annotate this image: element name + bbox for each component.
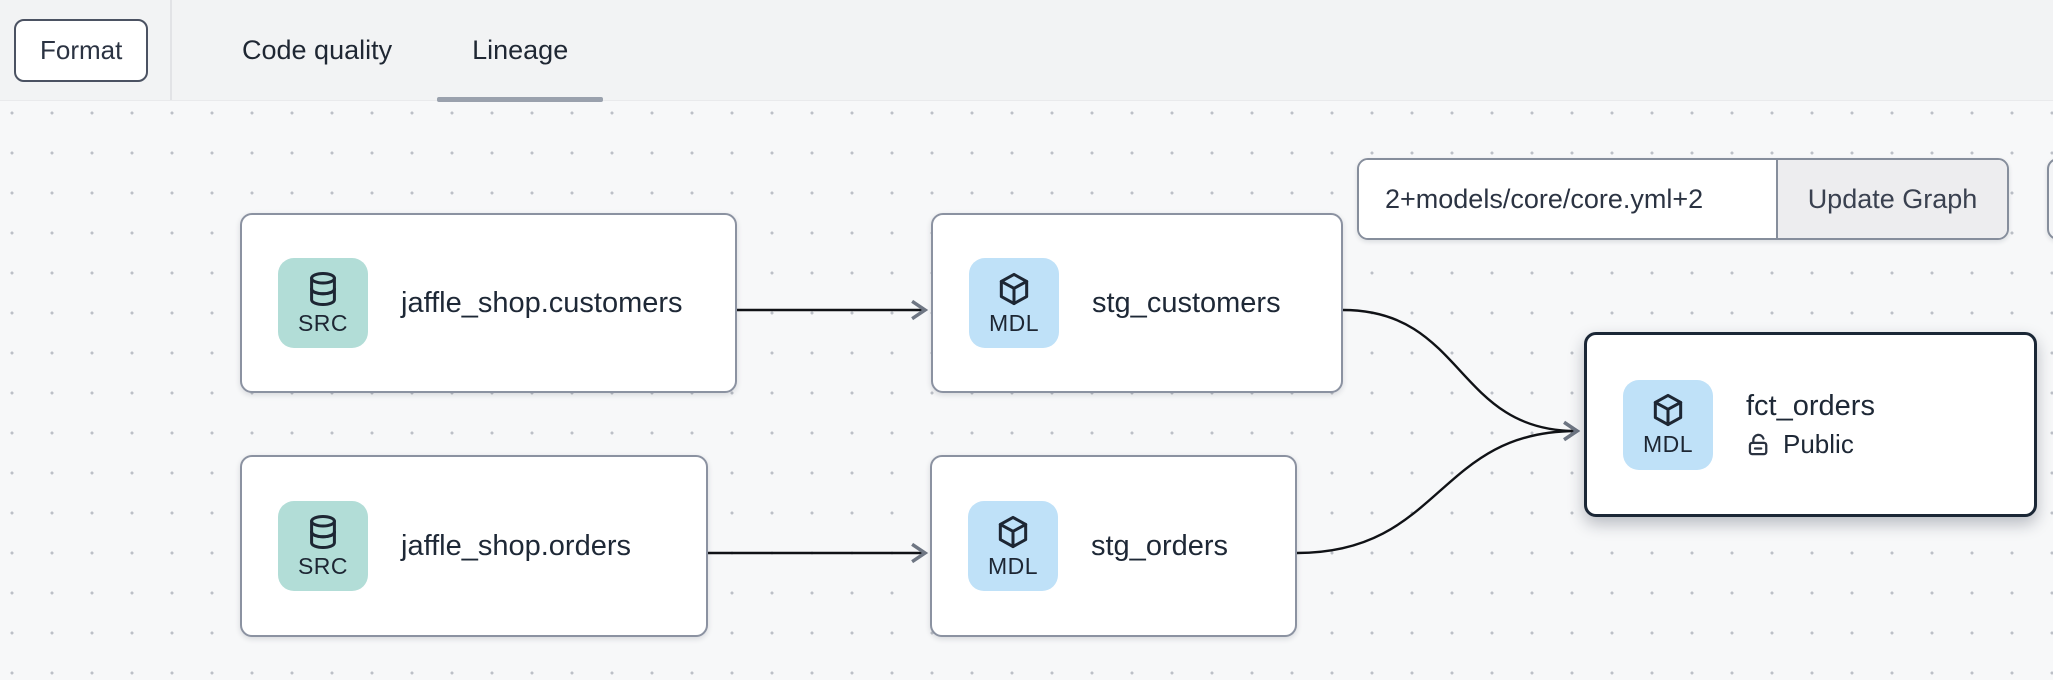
partial-button-right-edge[interactable] (2047, 158, 2053, 240)
unlock-icon (1748, 433, 1768, 455)
node-text: fct_orders Public (1746, 390, 1875, 460)
node-badge-label: SRC (297, 309, 349, 336)
node-title: jaffle_shop.customers (401, 286, 683, 319)
node-text: jaffle_shop.orders (401, 530, 631, 563)
lineage-node-stg_orders[interactable]: MDL stg_orders (930, 455, 1297, 637)
node-badge-label: MDL (987, 552, 1039, 579)
node-type-badge: SRC (278, 501, 368, 591)
node-icon (304, 270, 342, 308)
node-icon (304, 513, 342, 551)
format-button[interactable]: Format (14, 19, 149, 82)
toolbar-divider (170, 0, 172, 100)
node-badge-label: MDL (1642, 431, 1694, 457)
node-title: jaffle_shop.orders (401, 529, 632, 562)
tab-lineage[interactable]: Lineage (437, 0, 604, 102)
lineage-node-jaffle_shop.orders[interactable]: SRC jaffle_shop.orders (240, 455, 708, 637)
lineage-selector-input[interactable] (1359, 160, 1776, 238)
lineage-selector-group: Update Graph (1357, 158, 2009, 240)
update-graph-button[interactable]: Update Graph (1776, 160, 2007, 238)
node-badge-label: MDL (988, 309, 1040, 336)
node-type-badge: MDL (1623, 379, 1713, 470)
node-type-badge: MDL (968, 501, 1058, 591)
node-icon (1649, 391, 1687, 429)
tab-code-quality[interactable]: Code quality (207, 0, 427, 101)
editor-toolbar: Format Code quality Lineage (0, 0, 2053, 102)
lineage-node-stg_customers[interactable]: MDL stg_customers (931, 213, 1343, 393)
lineage-node-fct_orders[interactable]: MDL fct_orders Public (1584, 332, 2037, 517)
lineage-node-jaffle_shop.customers[interactable]: SRC jaffle_shop.customers (240, 213, 737, 393)
node-icon (995, 270, 1033, 308)
node-type-badge: SRC (278, 258, 368, 348)
node-badge-label: SRC (297, 552, 349, 579)
node-access-row: Public (1746, 429, 1875, 460)
node-title: stg_orders (1091, 529, 1229, 562)
node-text: jaffle_shop.customers (401, 287, 683, 320)
node-title: fct_orders (1746, 389, 1875, 422)
node-type-badge: MDL (969, 258, 1059, 348)
node-text: stg_customers (1092, 287, 1281, 320)
tab-bar: Code quality Lineage (207, 0, 604, 102)
node-access-label: Public (1783, 428, 1854, 459)
node-icon (994, 513, 1032, 551)
node-title: stg_customers (1092, 286, 1281, 319)
node-text: stg_orders (1091, 530, 1228, 563)
